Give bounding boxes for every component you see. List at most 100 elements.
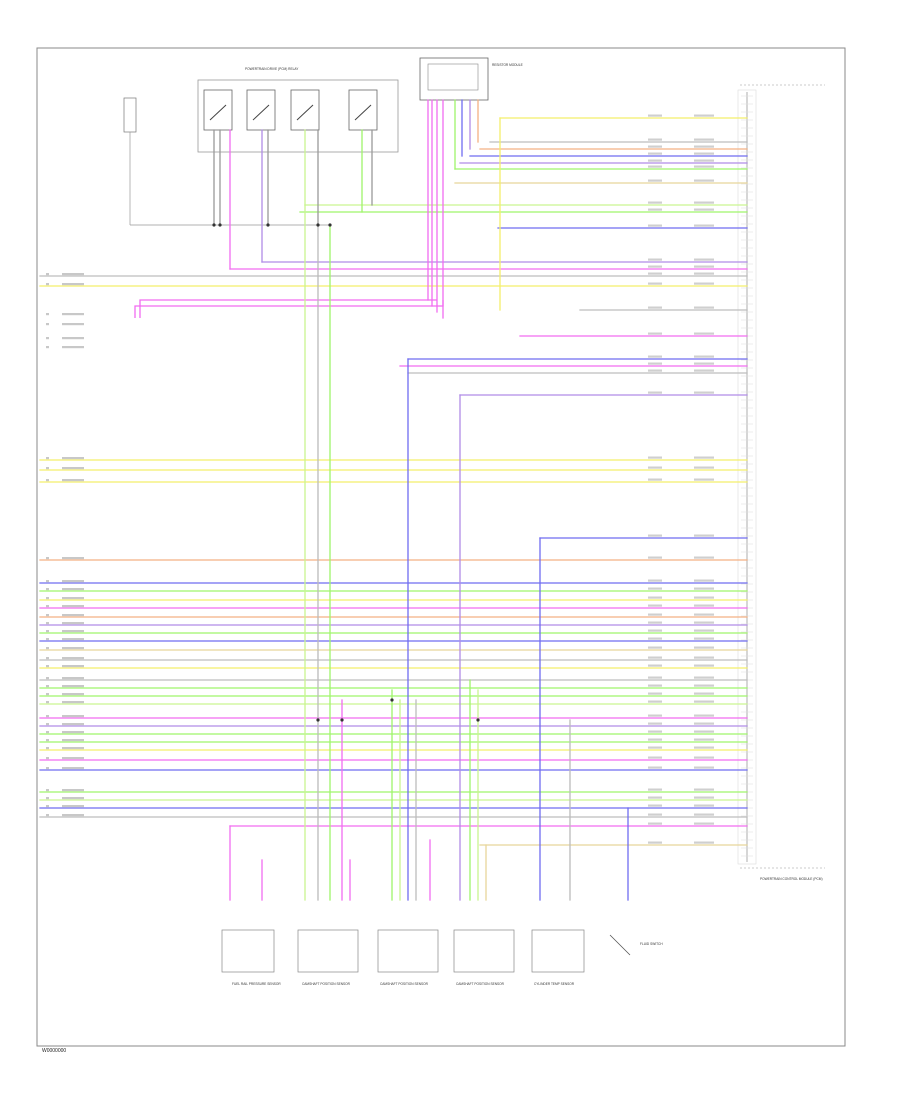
left-pin-stub bbox=[46, 479, 49, 482]
wire-color-stub bbox=[694, 722, 714, 725]
left-pin-stub bbox=[46, 657, 49, 660]
left-pin-stub bbox=[46, 731, 49, 734]
component-3-label: CAMSHAFT POSITION SENSOR bbox=[380, 982, 429, 986]
left-pin-stub bbox=[46, 630, 49, 633]
wire-color-stub bbox=[694, 664, 714, 667]
wire-color-stub bbox=[694, 700, 714, 703]
left-label-stub bbox=[62, 630, 84, 633]
left-pin-stub bbox=[46, 677, 49, 680]
left-label-stub bbox=[62, 814, 84, 817]
wire-code-stub bbox=[648, 201, 662, 204]
top-relay-label: POWERTRAIN DRIVE (PCM) RELAY bbox=[245, 67, 299, 71]
wire-code-stub bbox=[648, 813, 662, 816]
wire-color-stub bbox=[694, 391, 714, 394]
wire-color-stub bbox=[694, 556, 714, 559]
component-4-label: CAMSHAFT POSITION SENSOR bbox=[456, 982, 505, 986]
wire-color-stub bbox=[694, 579, 714, 582]
component-fluid-switch: FLUID SWITCH bbox=[609, 934, 663, 956]
wire-color-stub bbox=[694, 145, 714, 148]
wire-code-stub bbox=[648, 756, 662, 759]
left-label-stub bbox=[62, 747, 84, 750]
component-2-label: CAMSHAFT POSITION SENSOR bbox=[302, 982, 351, 986]
splice-dot bbox=[218, 223, 222, 227]
wire-color-stub bbox=[694, 152, 714, 155]
left-label-stub bbox=[62, 805, 84, 808]
wire-code-stub bbox=[648, 258, 662, 261]
wire-color-stub bbox=[694, 369, 714, 372]
left-label-stub bbox=[62, 677, 84, 680]
left-text-labels bbox=[46, 273, 84, 817]
wire-code-stub bbox=[648, 138, 662, 141]
wire-color-stub bbox=[694, 637, 714, 640]
left-pin-stub bbox=[46, 715, 49, 718]
wire-color-stub bbox=[694, 282, 714, 285]
left-label-stub bbox=[62, 789, 84, 792]
left-pin-stub bbox=[46, 665, 49, 668]
wire-color-stub bbox=[694, 165, 714, 168]
wire-color-stub bbox=[694, 534, 714, 537]
left-label-stub bbox=[62, 797, 84, 800]
splice-dot bbox=[316, 718, 320, 722]
left-pin-stub bbox=[46, 814, 49, 817]
wire-color-stub bbox=[694, 813, 714, 816]
relay-1 bbox=[203, 89, 233, 131]
left-pin-stub bbox=[46, 346, 49, 349]
pink-to-left-1 bbox=[134, 300, 444, 318]
splice-dot bbox=[328, 223, 332, 227]
wire-color-stub bbox=[694, 306, 714, 309]
wire-color-stub bbox=[694, 362, 714, 365]
left-label-stub bbox=[62, 283, 84, 286]
wire-code-stub bbox=[648, 738, 662, 741]
bottom-components: FUEL RAIL PRESSURE SENSOR CAMSHAFT POSIT… bbox=[221, 929, 663, 986]
component-temp-sensor: CYLINDER TEMP SENSOR bbox=[531, 929, 585, 986]
wire-code-stub bbox=[648, 788, 662, 791]
wire-color-stub bbox=[694, 841, 714, 844]
wire-color-stub bbox=[694, 676, 714, 679]
wire-color-stub bbox=[694, 604, 714, 607]
splice-dot bbox=[266, 223, 270, 227]
wire-code-stub bbox=[648, 456, 662, 459]
wire-code-stub bbox=[648, 282, 662, 285]
left-pin-stub bbox=[46, 273, 49, 276]
wire-code-stub bbox=[648, 613, 662, 616]
relay-2 bbox=[246, 89, 276, 131]
splice-dot bbox=[390, 698, 394, 702]
left-pin-stub bbox=[46, 647, 49, 650]
left-label-stub bbox=[62, 614, 84, 617]
component-1-label: FUEL RAIL PRESSURE SENSOR bbox=[232, 982, 281, 986]
left-label-stub bbox=[62, 313, 84, 316]
wire-color-stub bbox=[694, 804, 714, 807]
wire-code-stub bbox=[648, 579, 662, 582]
left-label-stub bbox=[62, 731, 84, 734]
left-label-stub bbox=[62, 739, 84, 742]
wire-code-stub bbox=[648, 369, 662, 372]
wire-code-stub bbox=[648, 208, 662, 211]
wire-harness bbox=[39, 99, 748, 901]
wire-code-stub bbox=[648, 629, 662, 632]
left-pin-stub bbox=[46, 614, 49, 617]
wire-color-stub bbox=[694, 208, 714, 211]
wire-code-stub bbox=[648, 152, 662, 155]
wire-code-stub bbox=[648, 684, 662, 687]
left-label-stub bbox=[62, 657, 84, 660]
wire-code-stub bbox=[648, 596, 662, 599]
wire-code-stub bbox=[648, 534, 662, 537]
left-pin-stub bbox=[46, 605, 49, 608]
mid-text-labels bbox=[648, 114, 714, 844]
wire-code-stub bbox=[648, 730, 662, 733]
wire-code-stub bbox=[648, 676, 662, 679]
left-label-stub bbox=[62, 457, 84, 460]
left-label-stub bbox=[62, 323, 84, 326]
wire-code-stub bbox=[648, 804, 662, 807]
wire-color-stub bbox=[694, 265, 714, 268]
wire-code-stub bbox=[648, 621, 662, 624]
left-pin-stub bbox=[46, 580, 49, 583]
left-label-stub bbox=[62, 701, 84, 704]
component-5-label: CYLINDER TEMP SENSOR bbox=[534, 982, 575, 986]
wire-color-stub bbox=[694, 478, 714, 481]
wire-color-stub bbox=[694, 258, 714, 261]
left-pin-stub bbox=[46, 739, 49, 742]
wire-color-stub bbox=[694, 466, 714, 469]
wire-code-stub bbox=[648, 656, 662, 659]
